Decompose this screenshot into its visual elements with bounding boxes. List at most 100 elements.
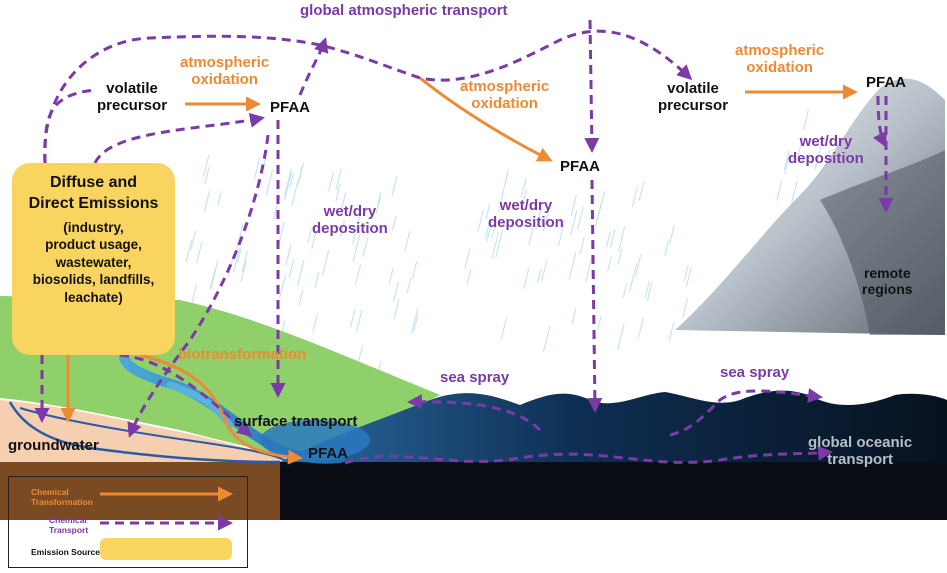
rain-streak <box>501 170 509 197</box>
emission-to-precursor <box>43 88 96 164</box>
rain-streak <box>185 239 193 263</box>
biotransformation-arrow <box>139 353 303 465</box>
rain-streak <box>797 136 804 157</box>
label-biotransformation: biotransformation <box>178 346 307 363</box>
rain-streak <box>776 180 783 201</box>
rain-streak <box>410 308 419 335</box>
label-pfaa-surface: PFAA <box>308 445 349 462</box>
emission-to-pfaa <box>93 112 265 164</box>
rain-streak <box>352 216 361 245</box>
rain-streak <box>607 256 612 272</box>
oceanic-transport <box>344 445 833 465</box>
rain-streak <box>466 268 472 285</box>
rain-streak <box>284 172 292 201</box>
rain-streak <box>491 222 497 239</box>
rain-streak <box>631 186 638 208</box>
rain-streak <box>542 326 551 352</box>
legend-emission-swatch <box>100 538 232 560</box>
rain-streak <box>404 231 411 252</box>
rain-streak <box>495 230 503 258</box>
rain-streak <box>322 250 330 276</box>
rain-streak <box>597 316 602 331</box>
rain-streak <box>571 308 577 325</box>
rain-streak <box>523 268 530 289</box>
label-global-atmospheric-transport: global atmospheric transport <box>300 2 508 19</box>
rain-streak <box>328 171 334 192</box>
rain-streak <box>241 250 249 272</box>
rain-streak <box>406 278 412 294</box>
rain-streak <box>297 165 303 186</box>
rain-streak <box>558 219 566 246</box>
rain-streak <box>265 169 274 196</box>
rain-streak <box>307 228 312 244</box>
rain-streak <box>339 220 345 237</box>
rain-streak <box>203 190 211 212</box>
rain-streak <box>629 263 637 292</box>
rain-streak <box>391 176 398 197</box>
label-groundwater: groundwater <box>8 437 99 454</box>
rain-streak <box>413 314 419 332</box>
rain-streak <box>392 215 397 231</box>
rain-streak <box>253 157 261 180</box>
rain-streak <box>204 166 210 184</box>
rain-streak <box>393 299 400 320</box>
rain-streak <box>535 208 542 231</box>
rain-streak <box>335 183 341 202</box>
deposition-middle <box>587 179 603 413</box>
groundwater-flow-line-2 <box>19 407 286 461</box>
label-pfaa-upper-left: PFAA <box>270 99 311 116</box>
rain-streak <box>352 234 361 262</box>
rain-streak <box>579 236 585 255</box>
mountain-shadow <box>820 150 945 335</box>
global-transport-up <box>584 19 600 153</box>
rain-streak <box>520 178 527 198</box>
rain-streak <box>209 269 216 290</box>
rain-streak <box>236 223 244 250</box>
label-pfaa-middle: PFAA <box>560 158 601 175</box>
ocean <box>280 390 947 462</box>
rain-streak <box>279 274 287 299</box>
rain-streak <box>791 181 798 204</box>
deposition-right-2 <box>872 95 887 148</box>
rain-streak <box>638 180 645 201</box>
rain-streak <box>635 254 642 276</box>
legend-label-emission-source: Emission Source <box>31 547 100 557</box>
rain-streak <box>682 298 689 319</box>
rain-streak <box>196 242 203 263</box>
rain-streak <box>237 247 242 263</box>
rain-streak <box>486 226 492 242</box>
rain-streak <box>617 248 623 265</box>
pfaa-to-groundwater <box>127 134 270 438</box>
rain-streak <box>802 109 809 131</box>
rain-streak <box>210 260 219 289</box>
rain-streak <box>528 226 534 246</box>
rain-streak <box>233 248 240 273</box>
emission-detail: (industry, product usage, wastewater, bi… <box>32 219 155 305</box>
rain-streak <box>376 192 382 207</box>
rain-streak <box>594 204 602 227</box>
rain-streak <box>537 268 542 284</box>
rain-streak <box>637 317 644 339</box>
oxidation-arrow-2 <box>419 76 553 162</box>
rain-streak <box>521 189 527 209</box>
rain-streak <box>341 191 347 210</box>
rain-streak <box>464 247 471 269</box>
rain-streak <box>541 258 548 282</box>
rain-streak <box>783 150 790 170</box>
rain-streak <box>289 172 295 188</box>
rain-streak <box>491 232 499 259</box>
ocean-floor-band <box>280 462 947 520</box>
rain-streak <box>240 260 247 283</box>
transport-arrows <box>34 19 894 465</box>
rain-streak <box>314 271 320 289</box>
rain-streak <box>288 259 295 278</box>
rain-streak <box>291 181 299 207</box>
